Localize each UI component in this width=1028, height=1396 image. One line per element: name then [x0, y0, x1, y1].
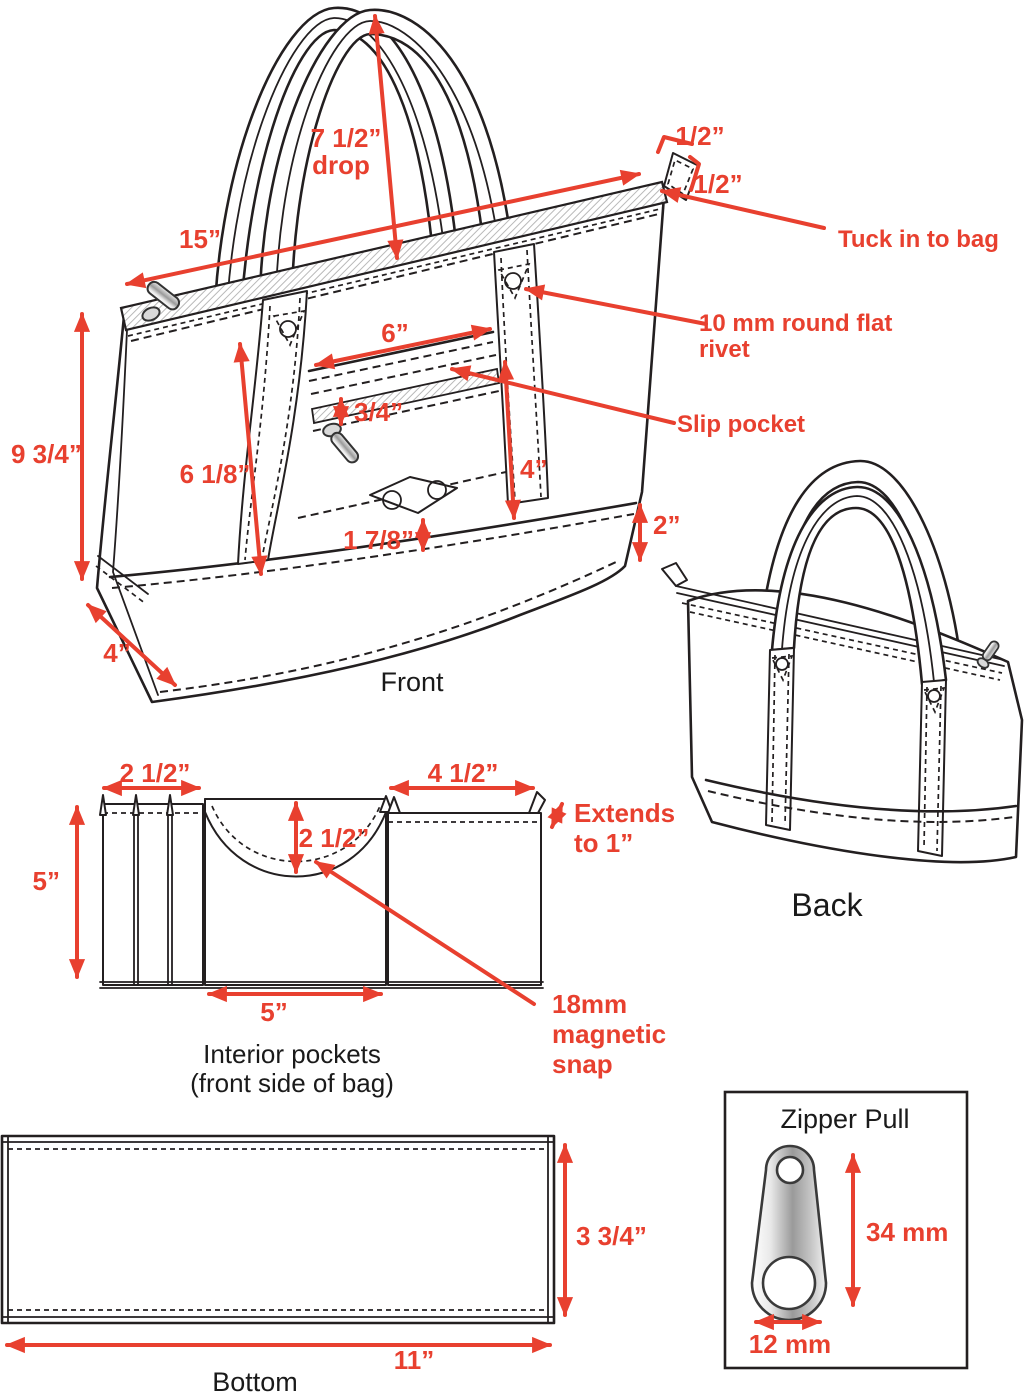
dim-pocket-height: 5” [33, 805, 86, 979]
back-rivet-left [775, 657, 789, 671]
zipper-detail-caption: Zipper Pull [780, 1104, 909, 1134]
dim-pocket-width: 6” [314, 318, 492, 370]
snap-note-line3: snap [552, 1049, 613, 1079]
dim-tab-height: 1/2” [688, 155, 743, 199]
strap-rivet-left [279, 320, 297, 338]
snap-note-line2: magnetic [552, 1019, 666, 1049]
back-rivet-right [927, 689, 941, 703]
back-strap-left [765, 647, 795, 831]
snap-note-line1: 18mm [552, 989, 627, 1019]
dim-contrast-height: 2” [631, 503, 680, 562]
back-strap-right [917, 679, 947, 857]
front-view: 7 1/2” drop 15” 1/2” 1/2” Tuck in to bag… [11, 6, 999, 704]
pen-pocket-width-value: 2 1/2” [120, 758, 191, 788]
back-tuck-tab [661, 562, 688, 587]
dim-pull-width: 12 mm [749, 1313, 831, 1359]
back-zipper-pull [981, 640, 1000, 662]
zipper-pull-detail: Zipper Pull 34 mm 12 mm [723, 1090, 969, 1370]
back-view: Back [661, 459, 1024, 923]
callout-rivet: 10 mm round flat rivet [524, 284, 892, 363]
pull-length-value: 34 mm [866, 1217, 948, 1247]
front-contrast-seam [108, 501, 638, 579]
slip-depth-value: 4” [520, 454, 547, 484]
right-pocket-width-value: 4 1/2” [428, 758, 499, 788]
bottom-depth-value: 3 3/4” [576, 1221, 647, 1251]
dim-zip-tape: 3/4” [332, 397, 403, 427]
main-zipper-slider [141, 306, 161, 322]
patch-offset-value: 1 7/8” [343, 525, 414, 555]
diamond-patch [369, 476, 458, 514]
dim-extends: Extends to 1” [547, 798, 675, 858]
bag-height-value: 9 3/4” [11, 439, 82, 469]
back-zipper-band [675, 585, 1005, 681]
tuck-note: Tuck in to bag [838, 226, 999, 253]
contrast-height-value: 2” [653, 510, 680, 540]
panel-height-value: 6 1/8” [180, 459, 251, 489]
patch-rivet-right [427, 480, 447, 500]
slip-pocket-label: Slip pocket [677, 411, 805, 438]
interior-pockets: 2 1/2” 4 1/2” 5” 2 1/2” Extends to 1” 5”… [33, 758, 676, 1098]
extend-note-line1: Extends [574, 798, 675, 828]
dim-right-pocket-width: 4 1/2” [389, 758, 535, 797]
dim-gusset-depth: 4” [86, 603, 177, 687]
bottom-caption: Bottom [212, 1367, 298, 1396]
extend-note-line2: to 1” [574, 828, 633, 858]
dim-tab-width: 1/2” [656, 121, 725, 154]
handle-drop-value: 7 1/2” [311, 123, 382, 153]
pocket-width-value: 6” [381, 318, 408, 348]
dim-pen-pocket-width: 2 1/2” [102, 758, 201, 797]
callout-magnetic-snap: 18mm magnetic snap [314, 860, 666, 1079]
dim-bottom-width: 11” [5, 1336, 552, 1375]
callout-slip-pocket: Slip pocket [450, 365, 805, 438]
front-caption: Front [380, 667, 444, 697]
back-caption: Back [791, 887, 863, 923]
pocket-height-value: 5” [33, 866, 60, 896]
rivet-note-line2: rivet [699, 336, 750, 363]
interior-caption-line1: Interior pockets [203, 1039, 381, 1069]
opening-width-value: 15” [179, 224, 221, 254]
dim-slip-depth: 4” [497, 360, 547, 520]
patch-rivet-left [382, 490, 402, 510]
tab-height-value: 1/2” [693, 169, 742, 199]
dim-bottom-depth: 3 3/4” [556, 1143, 647, 1317]
pull-width-value: 12 mm [749, 1329, 831, 1359]
dim-flap-depth: 2 1/2” [287, 801, 370, 874]
tab-width-value: 1/2” [675, 121, 724, 151]
dim-panel-height: 6 1/8” [180, 342, 268, 576]
callout-tuck-in: Tuck in to bag [660, 187, 999, 253]
interior-caption-line2: (front side of bag) [190, 1068, 394, 1098]
dim-opening-width: 15” [125, 169, 641, 289]
pocket-zipper-pull [330, 431, 360, 464]
zip-tape-value: 3/4” [354, 397, 403, 427]
bottom-panel: 3 3/4” 11” Bottom [0, 1134, 647, 1396]
bottom-width-value: 11” [394, 1345, 435, 1375]
center-pocket-width-value: 5” [260, 997, 287, 1027]
dim-pull-length: 34 mm [844, 1153, 948, 1307]
pen-pocket [99, 794, 204, 986]
zipper-pull-illustration [750, 1144, 828, 1322]
gusset-depth-value: 4” [103, 638, 130, 668]
rivet-note-line1: 10 mm round flat [699, 310, 892, 337]
flap-depth-value: 2 1/2” [299, 823, 370, 853]
dim-patch-offset: 1 7/8” [343, 518, 432, 555]
dim-bag-height: 9 3/4” [11, 312, 91, 581]
handle-drop-word: drop [312, 150, 370, 180]
dim-center-pocket-width: 5” [207, 985, 383, 1027]
right-pocket [387, 791, 546, 986]
